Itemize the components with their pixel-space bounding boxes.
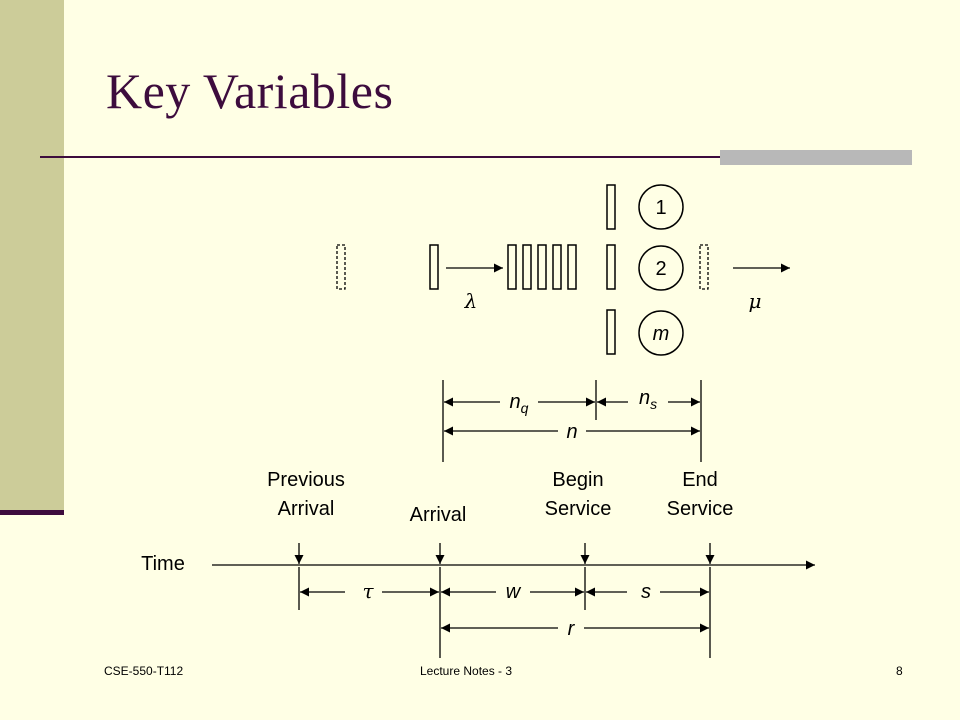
service-rate-mu: μ [749, 289, 762, 313]
server-2-circle [638, 245, 684, 291]
footer-lecture-title: Lecture Notes - 3 [420, 664, 513, 678]
begin-service-line2: Service [545, 498, 612, 520]
queued-job [537, 244, 547, 290]
w-label: w [506, 581, 522, 603]
arrival-rate-lambda: λ [464, 289, 478, 313]
n-label: n [566, 421, 577, 443]
job-in-service-1 [606, 184, 616, 230]
queued-job [522, 244, 532, 290]
server-m-label: m [653, 323, 670, 345]
completed-job-dashed [699, 244, 709, 290]
server-m-circle [638, 310, 684, 356]
nq-label-sub: q [521, 400, 529, 416]
title-rule-accent [720, 150, 912, 165]
queued-job [567, 244, 577, 290]
title-rule [40, 156, 912, 158]
begin-service-line1: Begin [552, 469, 603, 491]
ns-label-sub: s [650, 396, 657, 412]
nq-label: nq [510, 391, 529, 416]
arrival-label: Arrival [410, 504, 467, 526]
previous-arrival-line1: Previous [267, 469, 345, 491]
waiting-queue [507, 244, 577, 290]
previous-arrival-line2: Arrival [278, 498, 335, 520]
arriving-job [429, 244, 439, 290]
server-2-label: 2 [655, 258, 666, 280]
nq-label-base: n [510, 391, 521, 413]
r-label: r [568, 618, 576, 640]
queued-job [552, 244, 562, 290]
end-service-line2: Service [667, 498, 734, 520]
time-axis-label: Time [141, 553, 185, 575]
job-in-service-2 [606, 244, 616, 290]
departed-job-dashed [336, 244, 346, 290]
server-1-label: 1 [655, 197, 666, 219]
queue-system: λ 1 2 m μ [336, 184, 790, 356]
server-1-circle [638, 184, 684, 230]
tau-label: τ [362, 579, 374, 603]
ns-label: ns [639, 387, 657, 412]
ns-label-base: n [639, 387, 650, 409]
job-count-brackets: nq ns n [442, 380, 702, 462]
footer-page-number: 8 [896, 664, 903, 678]
queued-job [507, 244, 517, 290]
slide-title: Key Variables [106, 63, 394, 119]
sidebar-band [0, 0, 64, 510]
s-label: s [641, 581, 651, 603]
footer-course-code: CSE-550-T112 [104, 664, 184, 678]
job-in-service-m [606, 309, 616, 355]
sidebar-cap [0, 510, 64, 515]
servers: 1 2 m [606, 184, 684, 356]
timeline: Time τ w s r [141, 543, 815, 658]
end-service-line1: End [682, 469, 718, 491]
